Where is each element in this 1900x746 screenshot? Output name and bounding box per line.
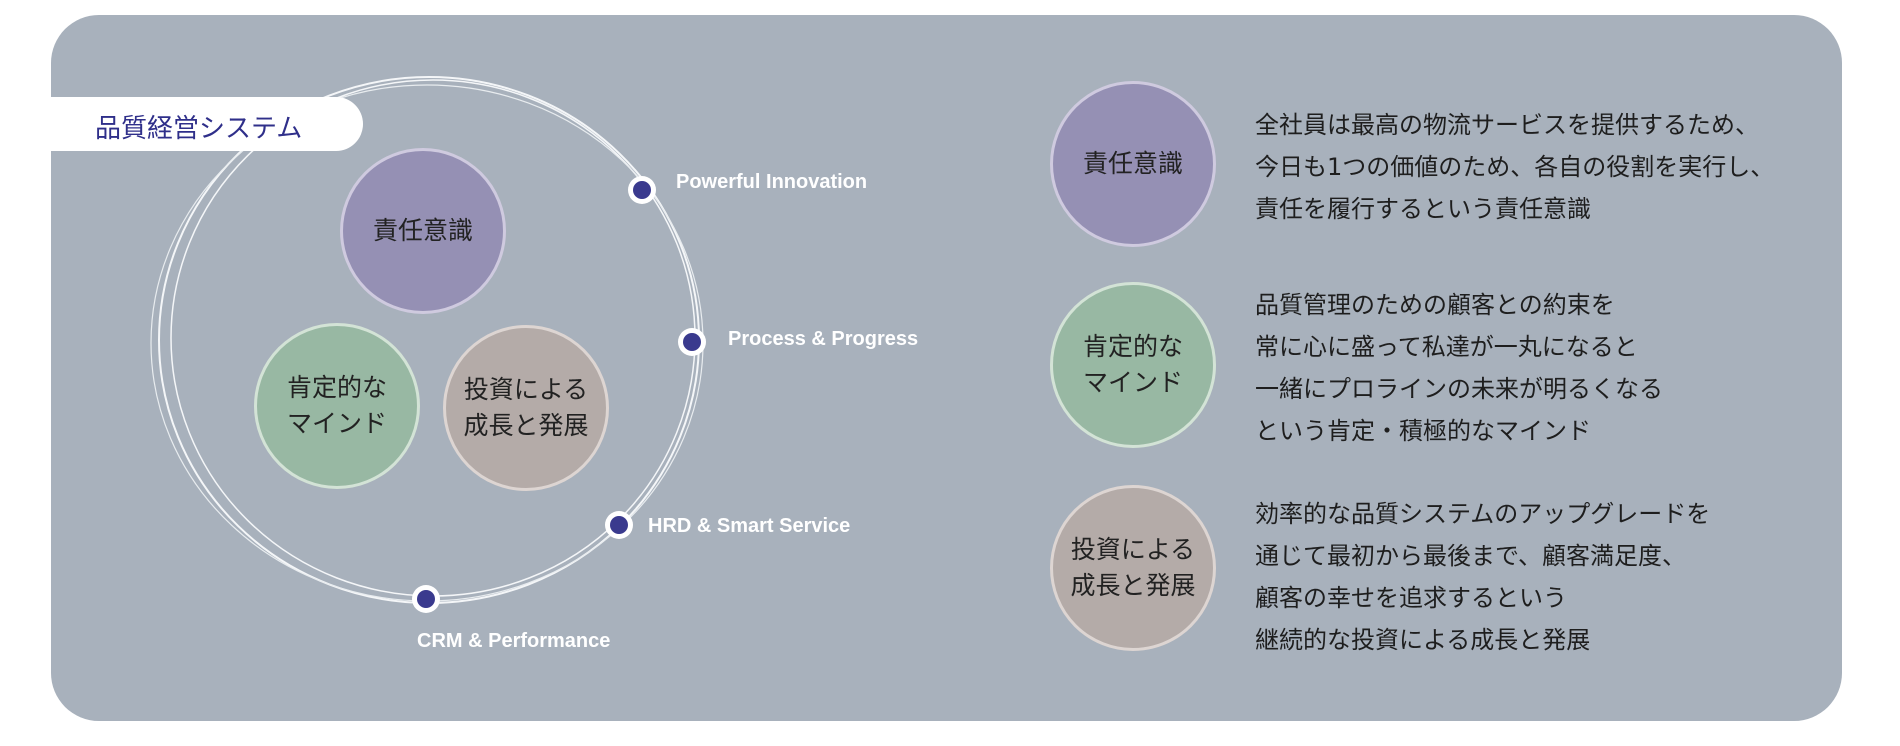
value-label: 肯定的な マインド: [286, 373, 387, 438]
value-label: 責任意識: [372, 216, 473, 245]
title: 品質経営システム: [95, 114, 303, 144]
ring-node-dot: [605, 511, 633, 539]
title-pill: 品質経営システム: [51, 97, 363, 151]
value-circle-growth: 投資による 成長と発展: [443, 325, 609, 491]
description-line: 効率的な品質システムのアップグレードを: [1255, 500, 1711, 528]
ring-node-dot: [412, 585, 440, 613]
node-label-hrd-smart-service: HRD & Smart Service: [648, 515, 851, 537]
legend-label: 責任意識: [1082, 149, 1183, 178]
description-positive-mind: 品質管理のための顧客との約束を 常に心に盛って私達が一丸になると 一緒にプロライ…: [1255, 284, 1663, 452]
description-line: という肯定・積極的なマインド: [1255, 417, 1591, 445]
legend-circle-positive-mind: 肯定的な マインド: [1050, 282, 1216, 448]
ring-node-dot: [628, 176, 656, 204]
value-circle-responsibility: 責任意識: [340, 148, 506, 314]
node-label-powerful-innovation: Powerful Innovation: [676, 171, 868, 193]
legend-label: 投資による 成長と発展: [1070, 535, 1196, 600]
description-growth: 効率的な品質システムのアップグレードを 通じて最初から最後まで、顧客満足度、 顧…: [1255, 493, 1710, 661]
legend-circle-growth: 投資による 成長と発展: [1050, 485, 1216, 651]
description-line: 責任を履行するという責任意識: [1255, 195, 1591, 223]
legend-label: 肯定的な マインド: [1082, 332, 1183, 397]
ring-node-dot: [678, 328, 706, 356]
value-circle-positive-mind: 肯定的な マインド: [254, 323, 420, 489]
description-line: 常に心に盛って私達が一丸になると: [1255, 333, 1638, 361]
description-line: 品質管理のための顧客との約束を: [1255, 291, 1615, 319]
description-line: 全社員は最高の物流サービスを提供するため、: [1255, 111, 1759, 139]
legend-circle-responsibility: 責任意識: [1050, 81, 1216, 247]
description-responsibility: 全社員は最高の物流サービスを提供するため、 今日も1つの価値のため、各自の役割を…: [1255, 104, 1774, 230]
description-line: 継続的な投資による成長と発展: [1255, 626, 1591, 654]
value-label: 投資による 成長と発展: [463, 375, 589, 440]
description-line: 一緒にプロラインの未来が明るくなる: [1255, 375, 1663, 403]
description-line: 通じて最初から最後まで、顧客満足度、: [1255, 542, 1687, 570]
node-label-process-progress: Process & Progress: [728, 328, 919, 350]
description-line: 顧客の幸せを追求するという: [1255, 584, 1567, 612]
node-label-crm-performance: CRM & Performance: [417, 630, 611, 652]
description-line: 今日も1つの価値のため、各自の役割を実行し、: [1255, 153, 1775, 181]
